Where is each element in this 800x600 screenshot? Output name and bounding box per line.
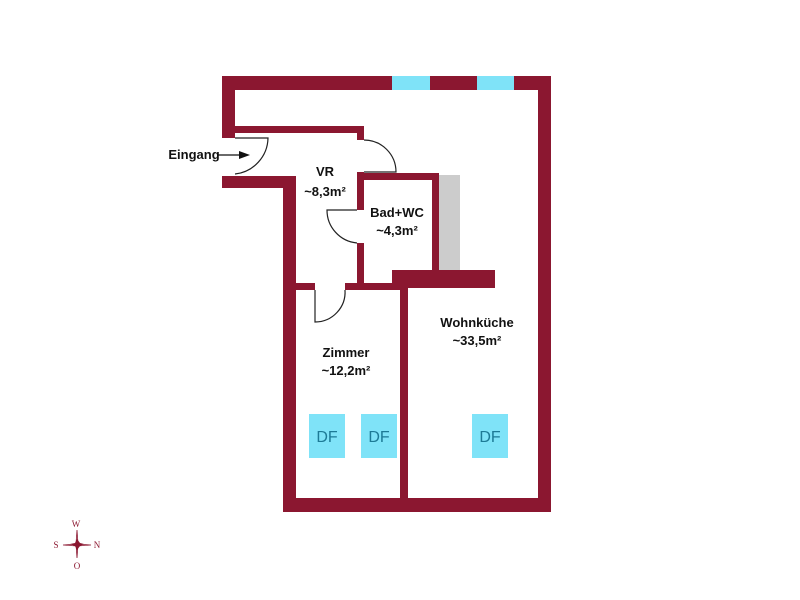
- compass-rose: W S N O: [53, 519, 100, 571]
- room-door: [314, 289, 346, 323]
- compass-left-label: S: [53, 540, 58, 550]
- entrance-wall-lower: [222, 176, 296, 188]
- window: [392, 76, 430, 90]
- room-area-vr: ~8,3m²: [304, 184, 346, 199]
- svg-text:DF: DF: [368, 429, 390, 446]
- skylight: DF: [472, 414, 508, 458]
- outer-wall-left-upper: [222, 76, 235, 138]
- room-name-bath: Bad+WC: [370, 205, 424, 220]
- entrance-arrow: [217, 151, 250, 159]
- outer-wall-bottom: [283, 498, 551, 512]
- kitchen-wall-top: [392, 270, 495, 288]
- room-area-zimmer: ~12,2m²: [322, 363, 371, 378]
- room-divider-wall: [400, 283, 408, 498]
- room-name-zimmer: Zimmer: [323, 345, 370, 360]
- entrance-label: Eingang: [168, 147, 219, 162]
- bath-wall-right: [432, 173, 439, 273]
- outer-wall-left-lower: [283, 176, 296, 512]
- doors: [234, 137, 397, 323]
- room-area-kitchen: ~33,5m²: [453, 333, 502, 348]
- room-wall-top-left: [290, 283, 315, 290]
- svg-text:DF: DF: [479, 429, 501, 446]
- bath-wall-top: [357, 173, 439, 180]
- compass-right-label: N: [94, 540, 101, 550]
- compass-north-label: W: [72, 519, 81, 529]
- skylight: DF: [309, 414, 345, 458]
- hall-door: [363, 139, 397, 173]
- outer-wall-right: [538, 76, 551, 512]
- room-area-bath: ~4,3m²: [376, 223, 418, 238]
- skylight: DF: [361, 414, 397, 458]
- room-name-kitchen: Wohnküche: [440, 315, 513, 330]
- bath-door: [326, 209, 358, 244]
- svg-text:DF: DF: [316, 429, 338, 446]
- hall-wall-right-top: [357, 126, 364, 140]
- entrance-door: [234, 137, 269, 175]
- room-name-vr: VR: [316, 164, 335, 179]
- walls: [222, 76, 551, 512]
- room-wall-top-right: [345, 283, 400, 290]
- hall-wall-top: [222, 126, 364, 133]
- shaft: [439, 175, 460, 270]
- bath-wall-left-upper: [357, 172, 364, 210]
- bath-wall-left-lower: [357, 243, 364, 288]
- outer-wall-top: [222, 76, 551, 90]
- compass-bottom-label: O: [74, 561, 81, 571]
- window: [477, 76, 514, 90]
